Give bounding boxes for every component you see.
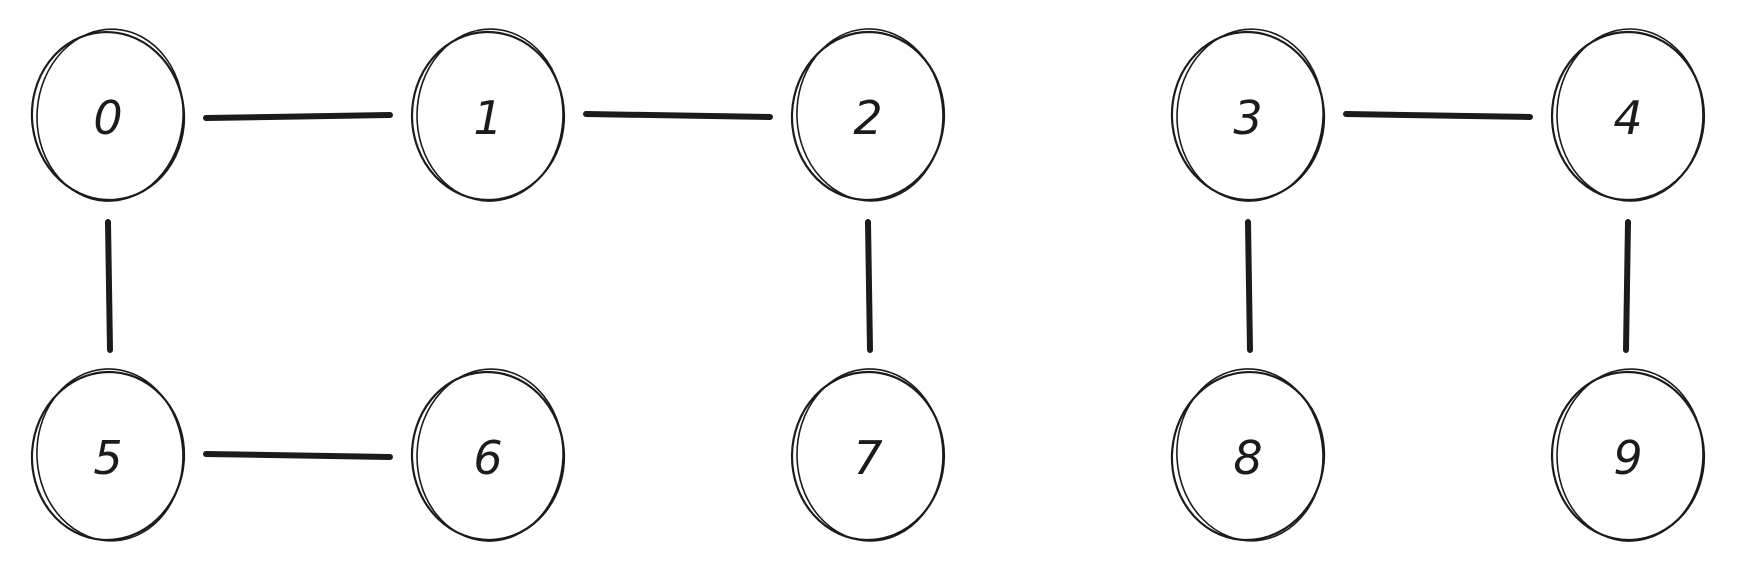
node-circle-overstroke-0 — [36, 28, 184, 202]
edge-0-1 — [203, 112, 393, 121]
node-8: 8 — [1170, 368, 1326, 542]
node-circle-overstroke-7 — [796, 368, 944, 542]
edge-1-2 — [583, 111, 773, 120]
node-circle-7 — [790, 370, 946, 542]
node-circle-overstroke-4 — [1556, 28, 1704, 202]
node-label-8: 8 — [1233, 431, 1262, 485]
node-circle-4 — [1550, 30, 1706, 202]
node-circle-overstroke-1 — [416, 28, 564, 202]
edge-3-4 — [1343, 111, 1533, 120]
node-label-6: 6 — [473, 431, 502, 485]
nodes-layer: 0 1 2 3 4 5 6 7 8 9 — [30, 28, 1706, 542]
node-9: 9 — [1550, 368, 1706, 542]
node-2: 2 — [790, 28, 946, 202]
node-circle-9 — [1550, 370, 1706, 542]
node-3: 3 — [1170, 28, 1326, 202]
node-label-1: 1 — [473, 91, 502, 145]
node-label-9: 9 — [1613, 431, 1642, 485]
edge-4-9 — [1623, 219, 1631, 353]
edges-layer — [105, 111, 1631, 460]
node-label-0: 0 — [93, 91, 122, 145]
node-circle-overstroke-9 — [1556, 368, 1704, 542]
edge-2-7 — [865, 219, 873, 353]
node-label-2: 2 — [853, 91, 882, 145]
node-1: 1 — [410, 28, 566, 202]
node-circle-overstroke-5 — [36, 368, 184, 542]
node-label-3: 3 — [1233, 91, 1262, 145]
node-6: 6 — [410, 368, 566, 542]
node-label-5: 5 — [93, 431, 122, 485]
node-4: 4 — [1550, 28, 1706, 202]
edge-0-5 — [105, 219, 113, 353]
node-label-7: 7 — [853, 431, 882, 485]
node-label-4: 4 — [1613, 91, 1642, 145]
node-circle-overstroke-8 — [1176, 368, 1324, 542]
edge-3-8 — [1245, 219, 1253, 353]
node-5: 5 — [30, 368, 186, 542]
node-circle-overstroke-2 — [796, 28, 944, 202]
node-circle-overstroke-6 — [416, 368, 564, 542]
node-circle-1 — [410, 30, 566, 202]
node-circle-6 — [410, 370, 566, 542]
node-7: 7 — [790, 368, 946, 542]
node-0: 0 — [30, 28, 186, 202]
edge-5-6 — [203, 451, 393, 460]
node-circle-overstroke-3 — [1176, 28, 1324, 202]
